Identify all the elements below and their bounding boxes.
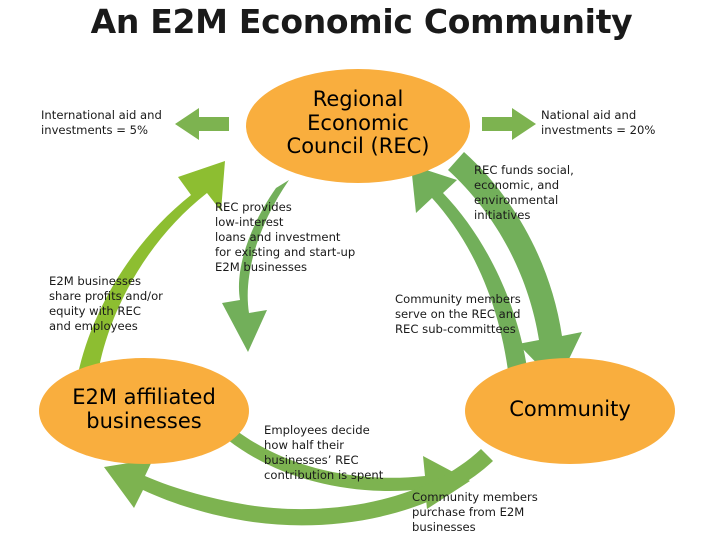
caption-purchase-from-e2m: Community members purchase from E2M busi… <box>412 490 538 535</box>
arrow-community-to-rec <box>411 165 528 378</box>
caption-international-aid: International aid and investments = 5% <box>41 108 162 138</box>
arrow-international-aid <box>175 108 229 140</box>
arrow-rec-to-businesses <box>222 180 289 352</box>
arrow-national-aid <box>482 108 536 140</box>
caption-share-profits: E2M businesses share profits and/or equi… <box>49 274 163 334</box>
node-businesses-shape <box>39 358 249 464</box>
caption-national-aid: National aid and investments = 20% <box>541 108 656 138</box>
arrow-community-to-businesses <box>104 449 493 526</box>
node-rec-shape <box>246 69 470 183</box>
caption-serve-on-rec: Community members serve on the REC and R… <box>395 292 521 337</box>
arrow-rec-to-community <box>448 152 582 384</box>
arrow-businesses-to-community <box>228 431 470 509</box>
page-title: An E2M Economic Community <box>90 2 633 41</box>
caption-employees-decide: Employees decide how half their business… <box>264 423 384 483</box>
caption-rec-funds: REC funds social, economic, and environm… <box>474 163 574 223</box>
node-community-shape <box>465 358 675 464</box>
caption-rec-provides: REC provides low-interest loans and inve… <box>215 200 356 275</box>
